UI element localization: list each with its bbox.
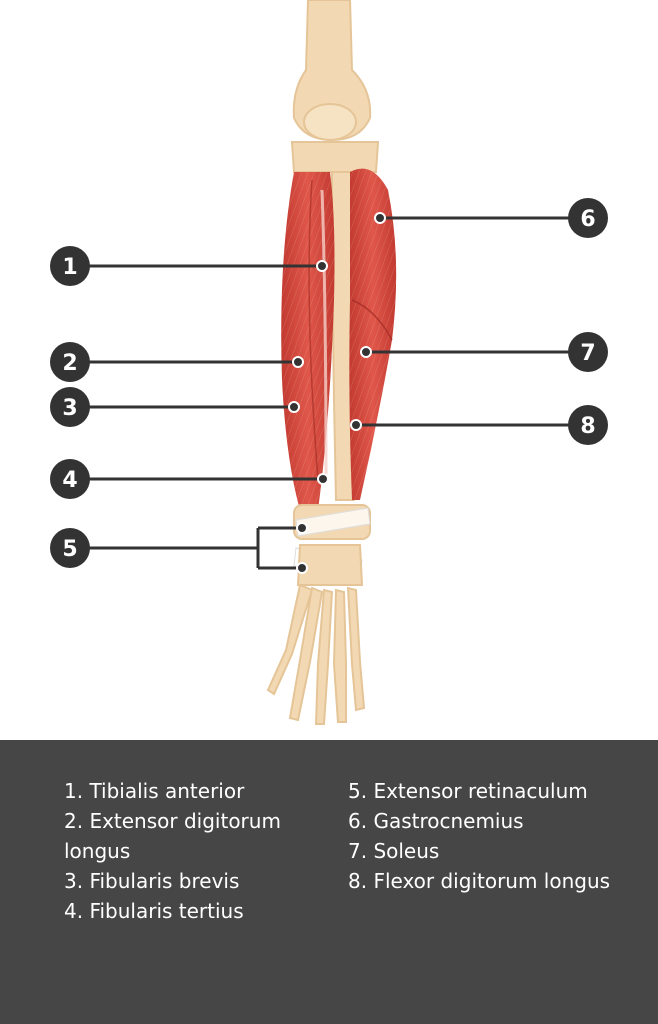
legend-item-1: 1. Tibialis anterior bbox=[64, 779, 245, 803]
leader-lines bbox=[70, 216, 588, 570]
legend-panel: 1. Tibialis anterior 2. Extensor digitor… bbox=[0, 740, 658, 1024]
legend-item-5: 5. Extensor retinaculum bbox=[348, 779, 588, 803]
legend-column-left: 1. Tibialis anterior 2. Extensor digitor… bbox=[64, 776, 334, 926]
knee-joint bbox=[290, 141, 380, 173]
marker-8-label: 8 bbox=[580, 414, 595, 439]
foot-bones bbox=[266, 544, 366, 725]
anterior-muscle-group bbox=[281, 172, 335, 510]
marker-4: 4 bbox=[50, 459, 90, 499]
marker-7: 7 bbox=[568, 332, 608, 372]
marker-3: 3 bbox=[50, 387, 90, 427]
marker-1: 1 bbox=[50, 246, 90, 286]
legend-column-right: 5. Extensor retinaculum 6. Gastrocnemius… bbox=[348, 776, 638, 896]
marker-8: 8 bbox=[568, 405, 608, 445]
legend-item-8: 8. Flexor digitorum longus bbox=[348, 869, 611, 893]
marker-6: 6 bbox=[568, 198, 608, 238]
posterior-muscle-group bbox=[349, 168, 397, 501]
legend-item-7: 7. Soleus bbox=[348, 839, 440, 863]
marker-6-label: 6 bbox=[580, 207, 595, 232]
marker-5-label: 5 bbox=[62, 537, 77, 562]
leader-line-5 bbox=[70, 526, 302, 570]
marker-3-label: 3 bbox=[62, 396, 77, 421]
legend-item-6: 6. Gastrocnemius bbox=[348, 809, 524, 833]
leg-anatomy-figure: 1 2 3 4 5 6 7 8 bbox=[50, 0, 608, 725]
marker-7-label: 7 bbox=[580, 341, 595, 366]
legend-item-2: 2. Extensor digitorum longus bbox=[64, 809, 281, 863]
marker-5: 5 bbox=[50, 528, 90, 568]
marker-2-label: 2 bbox=[62, 351, 77, 376]
marker-1-label: 1 bbox=[62, 255, 77, 280]
marker-2: 2 bbox=[50, 342, 90, 382]
marker-4-label: 4 bbox=[62, 468, 77, 493]
legend-item-3: 3. Fibularis brevis bbox=[64, 869, 240, 893]
legend-item-4: 4. Fibularis tertius bbox=[64, 899, 244, 923]
femur-bone bbox=[292, 0, 372, 142]
leader-dots bbox=[288, 212, 386, 574]
